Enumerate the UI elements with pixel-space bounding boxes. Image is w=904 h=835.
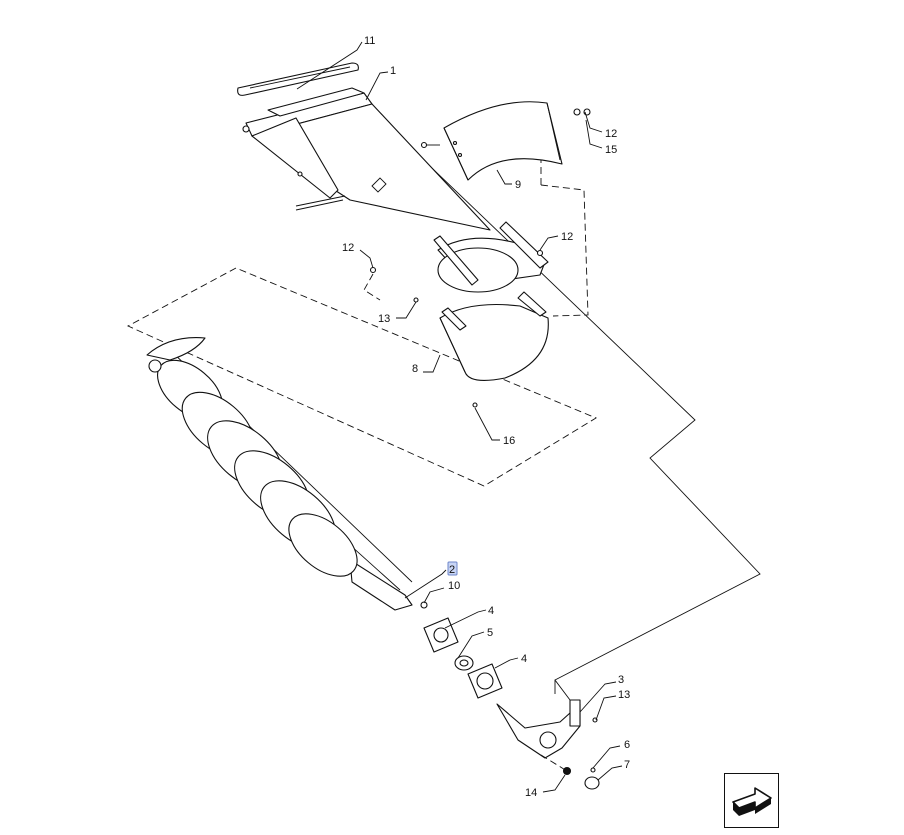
callout-14[interactable]: 14 xyxy=(525,787,537,799)
part-8-lower-shield xyxy=(433,221,549,381)
small-hardware xyxy=(363,266,478,408)
next-page-button[interactable] xyxy=(724,773,779,828)
callout-labels: 11 1 12 15 9 12 12 13 8 16 2 10 4 5 4 3 … xyxy=(342,35,630,799)
callout-5[interactable]: 5 xyxy=(487,627,493,639)
part-3-end-bracket xyxy=(496,699,598,759)
callout-11[interactable]: 11 xyxy=(364,35,375,47)
callout-4[interactable]: 4 xyxy=(488,605,494,617)
callout-13[interactable]: 13 xyxy=(618,689,630,701)
callout-12[interactable]: 12 xyxy=(605,128,617,140)
small-end-parts xyxy=(540,754,600,790)
bearing-stack xyxy=(420,601,503,699)
bolts-top-right xyxy=(420,108,591,149)
part-2-auger xyxy=(146,337,413,611)
callout-4[interactable]: 4 xyxy=(521,653,527,665)
callout-12[interactable]: 12 xyxy=(561,231,573,243)
part-9-curved-shield xyxy=(443,101,563,181)
leader-lines xyxy=(296,41,623,793)
callout-16[interactable]: 16 xyxy=(503,435,515,447)
next-page-arrow-icon xyxy=(732,787,772,816)
callout-10[interactable]: 10 xyxy=(448,580,460,592)
callout-9[interactable]: 9 xyxy=(515,179,521,191)
auger-tube-outline xyxy=(364,103,761,705)
callout-1[interactable]: 1 xyxy=(390,65,396,77)
callout-6[interactable]: 6 xyxy=(624,739,630,751)
callout-13[interactable]: 13 xyxy=(378,313,390,325)
callout-12[interactable]: 12 xyxy=(342,242,354,254)
callout-15[interactable]: 15 xyxy=(605,144,617,156)
callout-2[interactable]: 2 xyxy=(449,564,455,576)
callout-2-highlight xyxy=(447,561,458,576)
part-11-handle-bar xyxy=(237,62,359,96)
callout-8[interactable]: 8 xyxy=(412,363,418,375)
callout-7[interactable]: 7 xyxy=(624,759,630,771)
part-1-chute-frame xyxy=(242,87,491,231)
callout-3[interactable]: 3 xyxy=(618,674,624,686)
